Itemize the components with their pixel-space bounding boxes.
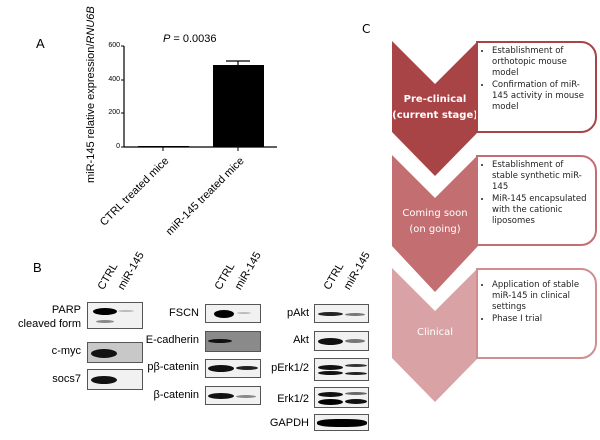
blot-erk <box>314 387 369 408</box>
chevron-coming-soon <box>392 155 478 292</box>
y-tick-600: 600 <box>108 42 120 49</box>
stage-3-title-line1: Clinical <box>416 327 454 338</box>
blot-label-gapdh: GAPDH <box>269 417 309 429</box>
stage-1-bullet: Confirmation of miR-145 activity in mous… <box>492 80 591 113</box>
chevron-preclinical <box>392 41 478 176</box>
blot-label-e-cadherin: E-cadherin <box>145 334 199 346</box>
blot-label-erk: Erk1/2 <box>277 393 309 405</box>
blot-gapdh <box>314 414 369 431</box>
stage-2-details: Establishment of stable synthetic miR-14… <box>476 155 597 246</box>
p-symbol: P <box>163 33 171 45</box>
stage-3-title: Clinical <box>392 325 478 341</box>
blot-label-perk: pErk1/2 <box>271 362 309 374</box>
blot-label-pakt: pAkt <box>286 307 309 319</box>
stage-1-title-line1: Pre-clinical <box>403 94 467 105</box>
blot-label-fscn: FSCN <box>169 307 199 319</box>
blot-p-beta-catenin <box>205 359 261 378</box>
stage-2-bullet: MiR-145 encapsulated with the cationic l… <box>492 194 591 227</box>
y-tick-200: 200 <box>108 109 120 116</box>
stage-3-bullet: Application of stable miR-145 in clinica… <box>492 280 591 313</box>
blot-socs7 <box>87 369 143 390</box>
chevron-clinical <box>392 268 478 402</box>
panel-label-a: A <box>36 36 45 51</box>
blot-c-myc <box>87 342 143 363</box>
blot-label-beta-catenin: β-catenin <box>153 389 199 401</box>
stage-3-bullet: Phase I trial <box>492 314 591 325</box>
y-tick-0: 0 <box>116 143 120 150</box>
blot-akt <box>314 331 369 351</box>
blot-parp <box>87 302 143 329</box>
blot-label-parp: PARP <box>51 304 81 316</box>
stage-2-title-line1: Coming soon <box>402 208 468 219</box>
blot-e-cadherin <box>205 331 261 352</box>
bar-ctrl <box>138 146 189 147</box>
bar-mir145 <box>213 65 264 147</box>
blot-fscn <box>205 304 261 323</box>
blot-label-c-myc: c-myc <box>51 345 81 357</box>
blot-pakt <box>314 304 369 323</box>
p-value-annotation: P = 0.0036 <box>163 33 217 45</box>
stage-1-title: Pre-clinical (current stage) <box>392 92 478 124</box>
blot-perk <box>314 358 369 381</box>
blot-label-p-beta-catenin: pβ-catenin <box>147 361 199 373</box>
stage-2-title-line2: (on going) <box>409 224 461 235</box>
blot-label-akt: Akt <box>293 334 309 346</box>
stage-2-bullet: Establishment of stable synthetic miR-14… <box>492 160 591 193</box>
p-value: = 0.0036 <box>170 33 217 45</box>
stage-2-title: Coming soon (on going) <box>392 206 478 238</box>
blot-beta-catenin <box>205 386 261 405</box>
bar-chart <box>121 45 277 151</box>
panel-label-c: C <box>362 22 371 36</box>
blot-label-cleaved-form: cleaved form <box>18 318 81 330</box>
panel-label-b: B <box>33 260 42 275</box>
stage-1-title-line2: (current stage) <box>392 110 478 121</box>
blot-label-socs7: socs7 <box>52 373 81 385</box>
y-tick-400: 400 <box>108 76 120 83</box>
stage-3-details: Application of stable miR-145 in clinica… <box>476 268 597 359</box>
stage-1-details: Establishment of orthotopic mouse model … <box>476 41 597 133</box>
stage-1-bullet: Establishment of orthotopic mouse model <box>492 46 591 79</box>
